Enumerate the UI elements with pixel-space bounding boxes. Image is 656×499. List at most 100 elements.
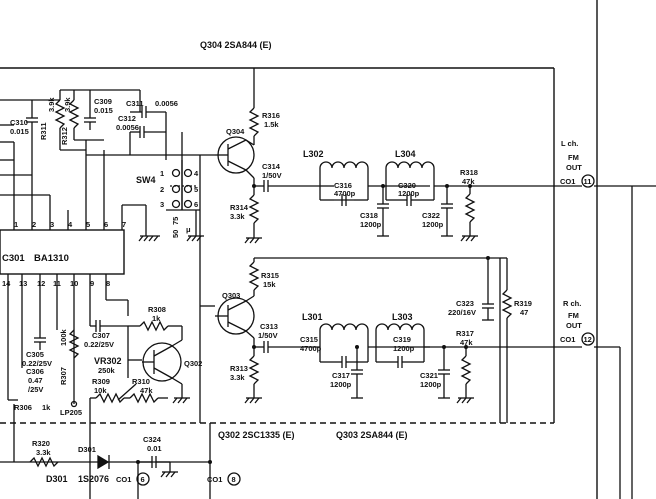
r311 — [54, 90, 86, 151]
sw4-50-label: 50 — [171, 230, 180, 238]
r315-val: 15k — [263, 280, 276, 289]
ic-pin-13: 13 — [19, 279, 27, 288]
r317-ref: R317 — [456, 329, 474, 338]
c309 — [84, 90, 96, 130]
l302-ref: L302 — [303, 149, 324, 159]
c311-ref: C311 — [126, 99, 144, 108]
r320-ref: R320 — [32, 439, 50, 448]
c314 — [254, 180, 320, 192]
c322-val: 1200p — [422, 220, 444, 229]
rch-pin-circle — [581, 332, 595, 346]
lp205-terminal — [70, 400, 78, 408]
r315 — [248, 258, 260, 296]
c305-ref: C305 — [26, 350, 44, 359]
r310-ref: R310 — [132, 377, 150, 386]
c317-val: 1200p — [330, 380, 352, 389]
header-q302-label: Q302 2SC1335 (E) — [218, 430, 295, 440]
r316-ref: R316 — [262, 111, 280, 120]
q304-ref: Q304 — [226, 127, 245, 136]
sw4-75-label: 75 — [171, 217, 180, 225]
c310-val: 0.015 — [10, 127, 29, 136]
q303-transistor — [215, 295, 255, 339]
r320 — [29, 456, 59, 468]
r320-val: 3.3k — [36, 448, 51, 457]
c311 — [130, 106, 166, 118]
c314-ref: C314 — [262, 162, 281, 171]
r315-ref: R315 — [261, 271, 279, 280]
ic-pin-12: 12 — [37, 279, 45, 288]
ic-pin-6: 6 — [104, 220, 108, 229]
r316-val: 1.5k — [264, 120, 279, 129]
ic-pin-5: 5 — [86, 220, 90, 229]
c309-val: 0.015 — [94, 106, 113, 115]
r314 — [244, 194, 262, 244]
q302-transistor — [142, 339, 190, 404]
c323 — [482, 258, 494, 321]
c322-ref: C322 — [422, 211, 440, 220]
r311-ref: R311 — [39, 122, 48, 140]
c319-ref: C319 — [393, 335, 411, 344]
r311-val: 3.9k — [47, 97, 56, 112]
c306-val2: /25V — [28, 385, 43, 394]
lch-conn: CO1 — [560, 177, 575, 186]
r319-val: 47 — [520, 308, 528, 317]
ic-part: BA1310 — [34, 253, 69, 264]
r307 — [68, 329, 80, 359]
sw4-mu-label: μ — [186, 225, 191, 234]
sw4-pin-2: 2 — [160, 185, 164, 194]
c312-val: 0.0056 — [116, 123, 139, 132]
rch-line1: R ch. — [563, 299, 581, 308]
ic-pin-labels-bottom: 14 13 12 11 10 9 8 — [2, 279, 110, 288]
l301-ref: L301 — [302, 312, 323, 322]
l301-inductor — [319, 323, 369, 363]
co1-6-conn: CO1 — [116, 475, 131, 484]
c315 — [334, 356, 354, 368]
co1-8-pin: 8 — [232, 475, 236, 484]
ic-c301: C301 BA1310 — [0, 229, 125, 275]
c313-ref: C313 — [260, 322, 278, 331]
ic-pin-7: 7 — [122, 220, 126, 229]
r312-ref: R312 — [60, 127, 69, 145]
r309-r310 — [90, 383, 168, 404]
lch-pin: 11 — [584, 177, 592, 186]
d301-diode — [97, 454, 110, 470]
vr302-ref: VR302 — [94, 356, 122, 366]
rch-pin: 12 — [584, 335, 592, 344]
lp205-ref: LP205 — [60, 408, 82, 417]
r319 — [501, 258, 513, 423]
lch-line3: OUT — [566, 163, 582, 172]
r319-ref: R319 — [514, 299, 532, 308]
c312-ref: C312 — [118, 114, 136, 123]
r306-ref: R306 — [14, 403, 32, 412]
junction-q304-emitter — [252, 184, 256, 188]
vr302 — [127, 326, 142, 378]
r308-ref: R308 — [148, 305, 166, 314]
c311-val: 0.0056 — [155, 99, 178, 108]
q303-ref: Q303 — [222, 291, 240, 300]
r313-val: 3.3k — [230, 373, 245, 382]
c305-val: 0.22/25V — [22, 359, 52, 368]
rch-line3: OUT — [566, 321, 582, 330]
c306-val: 0.47 — [28, 376, 43, 385]
l303-inductor — [375, 323, 425, 363]
r317 — [456, 347, 474, 404]
lch-line1: L ch. — [561, 139, 578, 148]
r306 — [7, 380, 18, 401]
c309-ref: C309 — [94, 97, 112, 106]
l302-inductor — [319, 161, 369, 201]
q302-ref: Q302 — [184, 359, 202, 368]
co1-8-conn: CO1 — [207, 475, 222, 484]
c316-ref: C316 — [334, 181, 352, 190]
c315-val: 4700p — [300, 344, 322, 353]
r314-val: 3.3k — [230, 212, 245, 221]
lch-pin-circle — [581, 174, 595, 188]
r310-val: 47k — [140, 386, 153, 395]
r318-ref: R318 — [460, 168, 478, 177]
c307-ref: C307 — [92, 331, 110, 340]
r316 — [248, 107, 260, 145]
rch-line2: FM — [568, 311, 579, 320]
c315-ref: C315 — [300, 335, 318, 344]
sw4-pin-1: 1 — [160, 169, 164, 178]
c306-ref: C306 — [26, 367, 44, 376]
header-q304-label: Q304 2SA844 (E) — [200, 40, 272, 50]
